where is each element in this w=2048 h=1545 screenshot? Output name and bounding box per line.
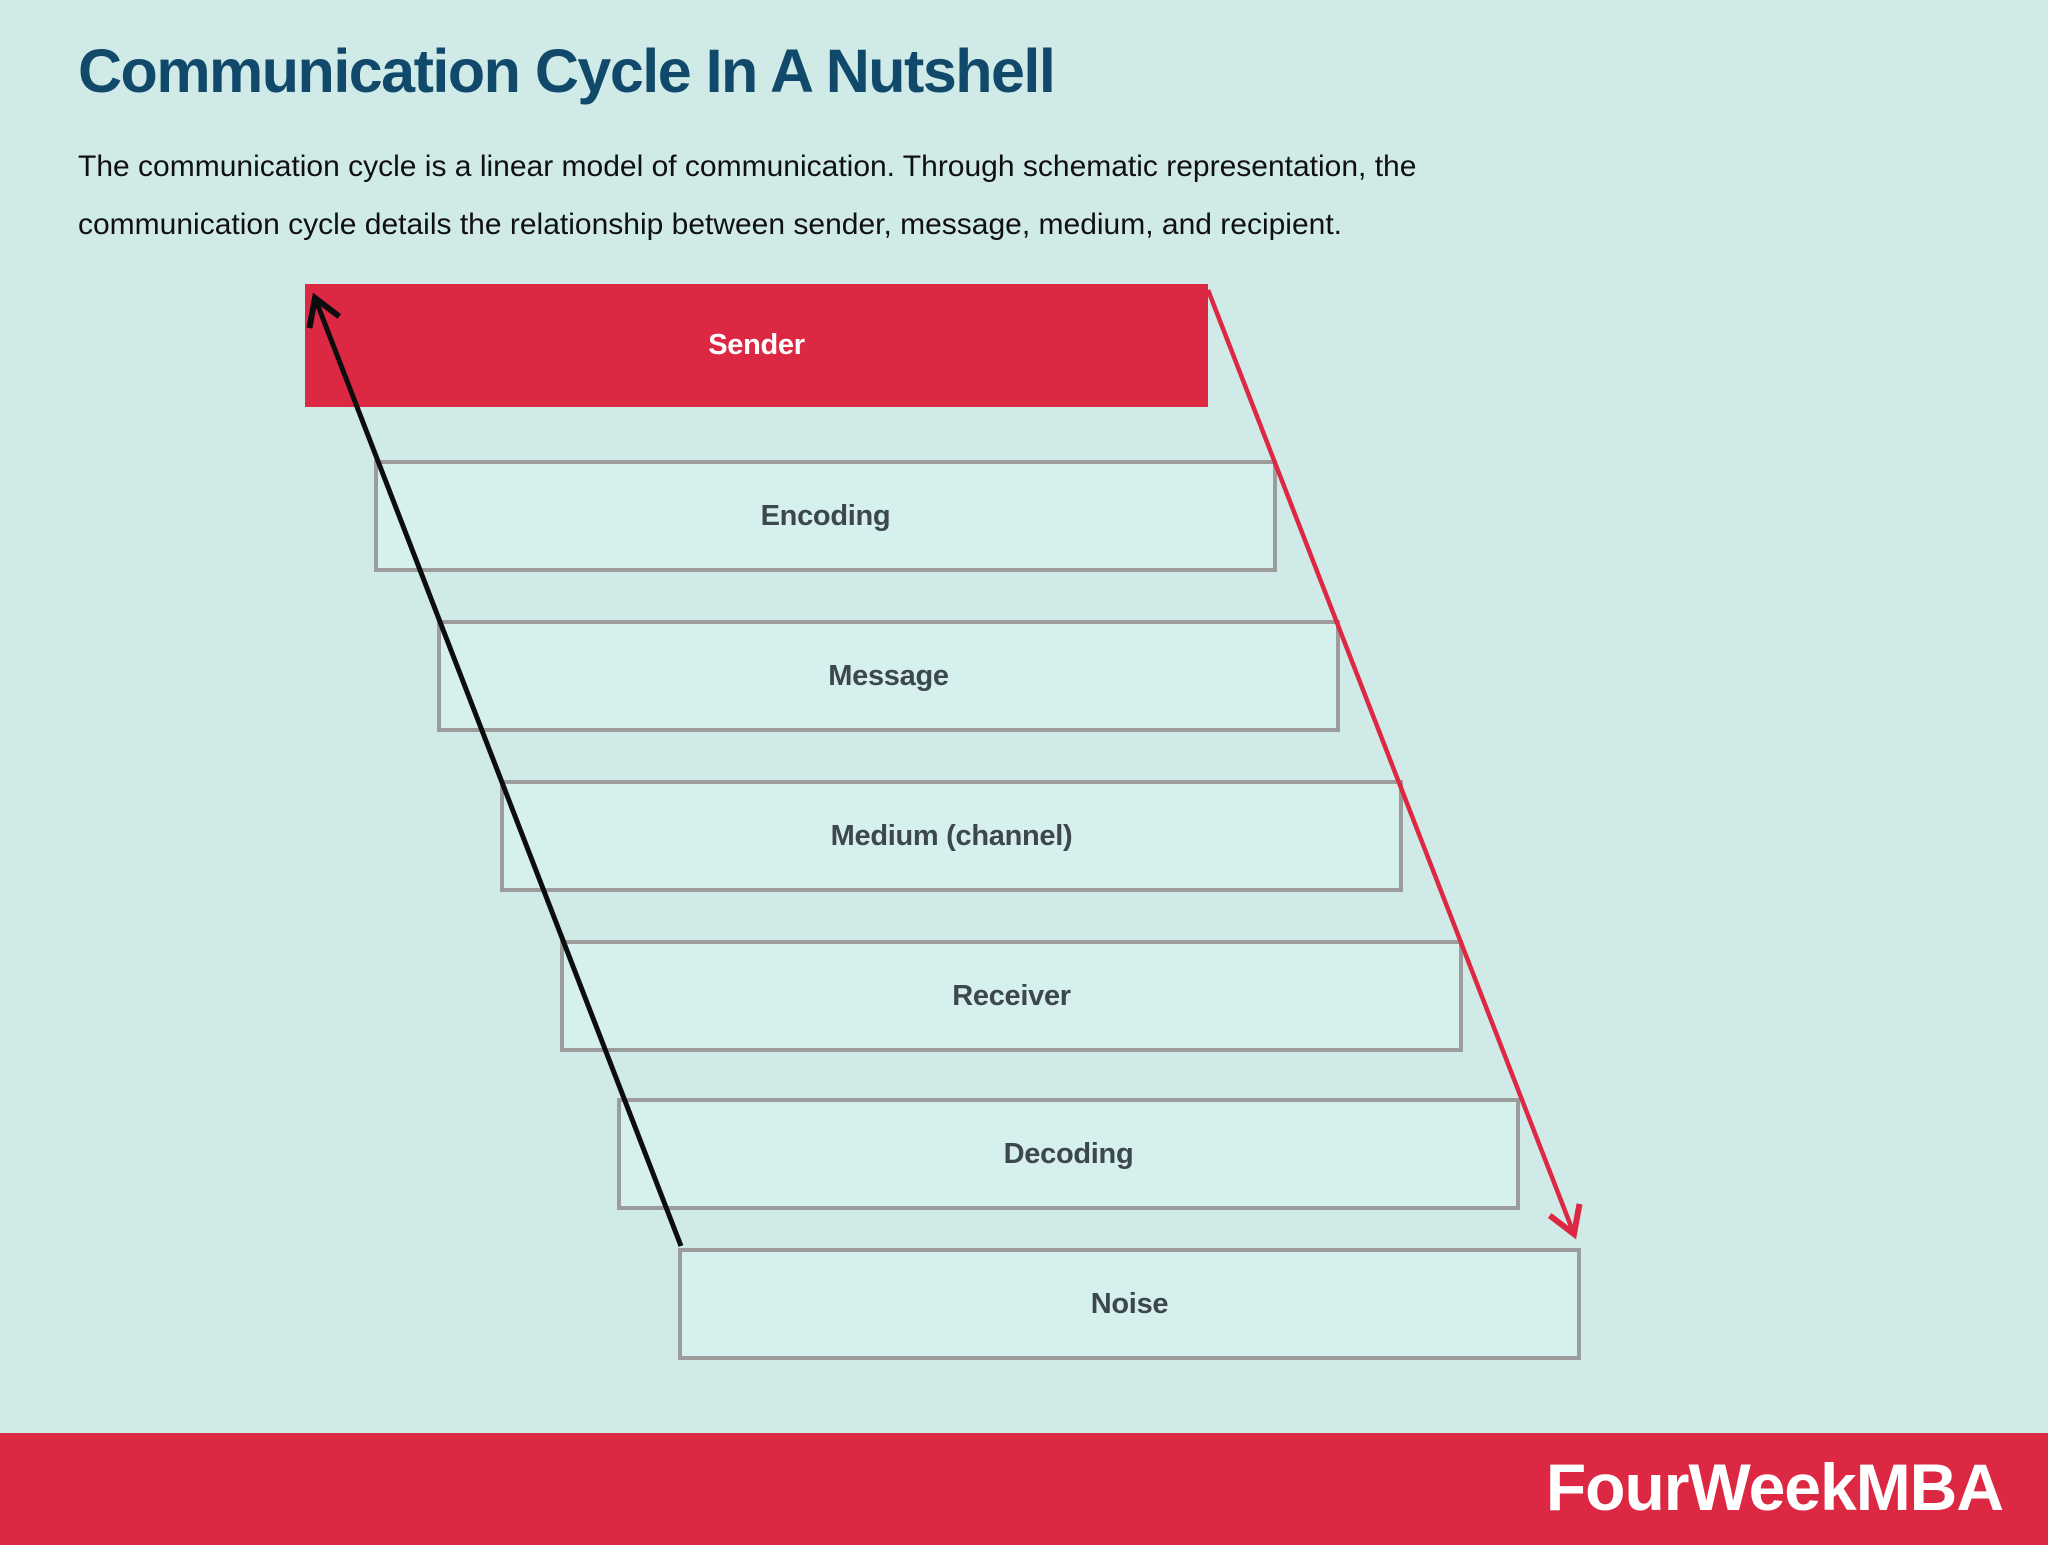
footer-bar: FourWeekMBA	[0, 1433, 2048, 1545]
brand-logo: FourWeekMBA	[1545, 1450, 2004, 1524]
description-line-2: communication cycle details the relation…	[78, 208, 1343, 241]
diagram-box-noise: Noise	[678, 1248, 1581, 1360]
box-label-medium: Medium (channel)	[830, 819, 1073, 852]
diagram-box-decoding: Decoding	[617, 1098, 1520, 1210]
description-line-1: The communication cycle is a linear mode…	[78, 150, 1417, 183]
page-description: The communication cycle is a linear mode…	[78, 138, 1416, 254]
box-label-receiver: Receiver	[952, 979, 1071, 1012]
diagram-box-encoding: Encoding	[374, 460, 1277, 572]
flow-arrow-sender-to-noise	[1205, 289, 1583, 1240]
box-label-encoding: Encoding	[760, 499, 891, 532]
box-label-decoding: Decoding	[1003, 1137, 1134, 1170]
box-label-message: Message	[828, 659, 949, 692]
diagram-box-receiver: Receiver	[560, 940, 1463, 1052]
page-title: Communication Cycle In A Nutshell	[78, 37, 1056, 105]
diagram-box-medium: Medium (channel)	[500, 780, 1403, 892]
box-label-sender: Sender	[708, 329, 805, 361]
diagram-box-sender: Sender	[305, 284, 1208, 407]
box-label-noise: Noise	[1090, 1287, 1169, 1320]
diagram-box-message: Message	[437, 620, 1340, 732]
